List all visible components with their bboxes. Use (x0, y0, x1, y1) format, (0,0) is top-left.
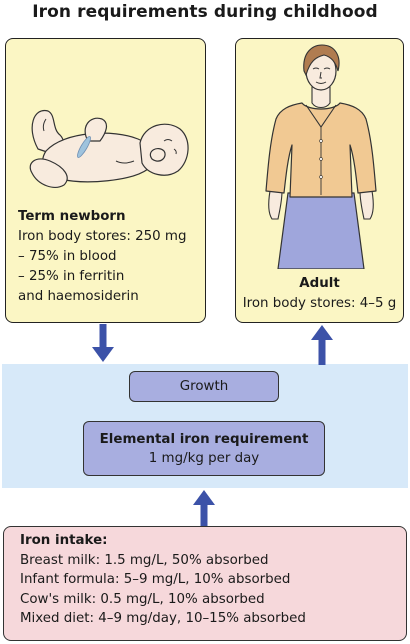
intake-heading: Iron intake: (20, 533, 108, 548)
newborn-line: and haemosiderin (18, 289, 139, 304)
requirement-value: 1 mg/kg per day (148, 451, 260, 466)
diagram-title: Iron requirements during childhood (32, 2, 378, 22)
woman-illustration (265, 44, 377, 269)
adult-panel: Adult Iron body stores: 4–5 g (235, 38, 404, 323)
intake-item: Cow's milk: 0.5 mg/L, 10% absorbed (20, 591, 265, 607)
adult-heading: Adult (299, 276, 340, 291)
requirement-box: Elemental iron requirement 1 mg/kg per d… (83, 421, 325, 476)
newborn-heading: Term newborn (18, 209, 126, 224)
intake-item: Infant formula: 5–9 mg/L, 10% absorbed (20, 572, 291, 588)
newborn-line: – 75% in blood (18, 249, 117, 264)
requirement-heading: Elemental iron requirement (99, 432, 309, 447)
newborn-line: – 25% in ferritin (18, 269, 125, 284)
up-arrow-icon (311, 325, 333, 365)
newborn-text: Term newborn Iron body stores: 250 mg – … (18, 207, 186, 307)
newborn-line: Iron body stores: 250 mg (18, 229, 187, 244)
down-arrow-icon (92, 324, 114, 362)
adult-stores: Iron body stores: 4–5 g (242, 296, 397, 311)
newborn-panel: Term newborn Iron body stores: 250 mg – … (5, 38, 206, 323)
adult-text: Adult Iron body stores: 4–5 g (236, 274, 403, 314)
up-arrow-icon (193, 490, 215, 526)
baby-illustration (29, 109, 189, 188)
growth-box: Growth (129, 371, 279, 402)
intake-panel: Iron intake: Breast milk: 1.5 mg/L, 50% … (3, 526, 407, 641)
intake-item: Breast milk: 1.5 mg/L, 50% absorbed (20, 552, 269, 568)
intake-item: Mixed diet: 4–9 mg/day, 10–15% absorbed (20, 611, 306, 627)
